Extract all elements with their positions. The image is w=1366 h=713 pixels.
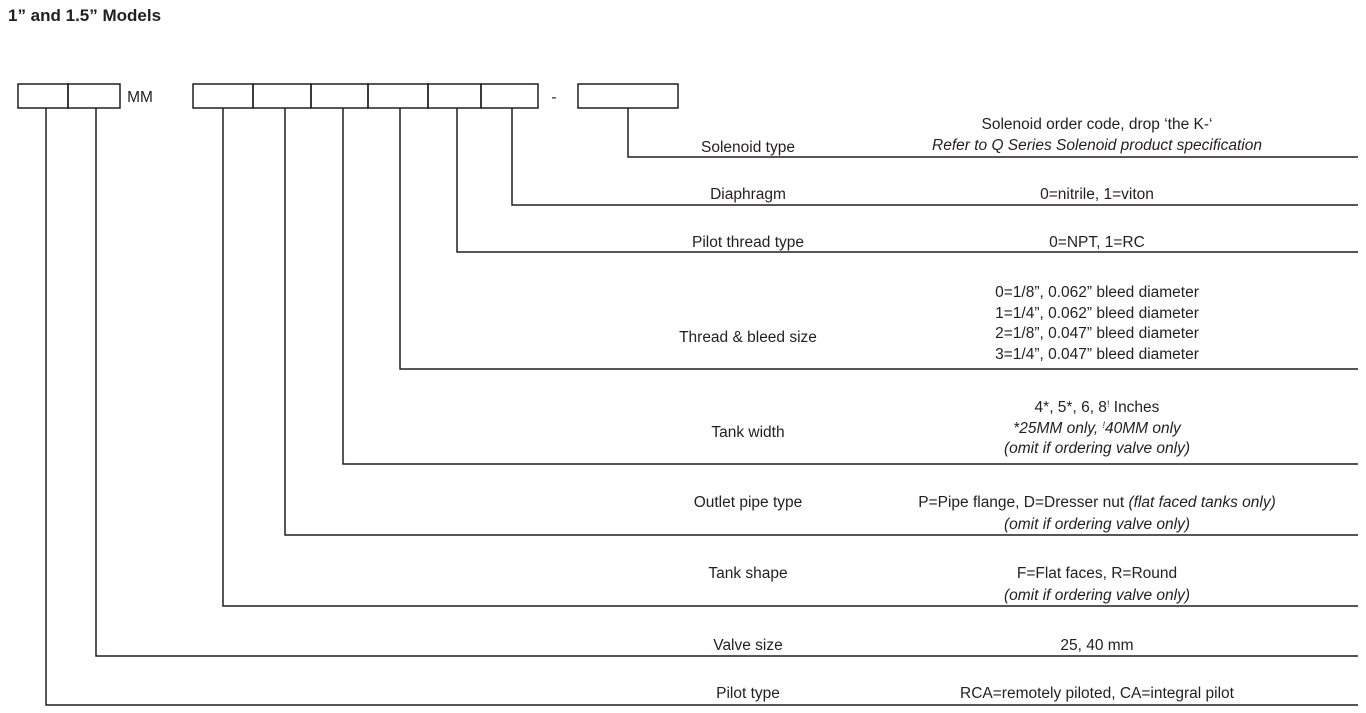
row-tank-width: Tank width 4*, 5*, 6, 8! Inches *25MM only…: [342, 108, 1358, 465]
diagram-title: 1” and 1.5” Models: [8, 6, 162, 25]
leader-line: [456, 108, 1358, 253]
row-label: Valve size: [713, 637, 783, 654]
row-tank-shape: Tank shape F=Flat faces, R=Round (omit if …: [222, 108, 1358, 607]
row-description-line: P=Pipe flange, D=Dresser nut (flat faced…: [918, 494, 1276, 511]
solenoid-box: [577, 83, 679, 109]
row-pilot-thread-type: Pilot thread type 0=NPT, 1=RC: [456, 108, 1358, 253]
row-description-line: (omit if ordering valve only): [1004, 587, 1190, 604]
row-solenoid-type: Solenoid type Solenoid order code, drop ‘…: [627, 108, 1358, 158]
row-description-line: (omit if ordering valve only): [1004, 440, 1190, 457]
row-label: Diaphragm: [710, 186, 786, 203]
row-description-line: RCA=remotely piloted, CA=integral pilot: [960, 685, 1235, 702]
row-description-line: (omit if ordering valve only): [1004, 516, 1190, 533]
row-description-line: Refer to Q Series Solenoid product speci…: [932, 137, 1262, 154]
leader-line: [511, 108, 1358, 206]
row-pilot-type: Pilot type RCA=remotely piloted, CA=integ…: [45, 108, 1358, 706]
row-description-line: Solenoid order code, drop ‘the K-‘: [982, 116, 1213, 133]
leader-line: [45, 108, 1358, 706]
row-label: Pilot type: [716, 685, 780, 702]
row-valve-size: Valve size 25, 40 mm: [95, 108, 1358, 657]
leader-line: [284, 108, 1358, 536]
leader-line: [399, 108, 1358, 370]
row-description-line: 0=1/8”, 0.062” bleed diameter: [995, 284, 1199, 301]
mm-text: MM: [127, 89, 153, 106]
valve-size-box: [67, 83, 121, 109]
tank-width-box: [310, 83, 369, 109]
thread-bleed-box: [367, 83, 429, 109]
row-label: Solenoid type: [701, 139, 795, 156]
leader-line: [222, 108, 1358, 607]
row-description-line: 0=nitrile, 1=viton: [1040, 186, 1154, 203]
row-label: Pilot thread type: [692, 234, 804, 251]
row-label: Outlet pipe type: [694, 494, 803, 511]
row-outlet-pipe-type: Outlet pipe type P=Pipe flange, D=Dresser…: [284, 108, 1358, 536]
leader-line: [95, 108, 1358, 657]
row-description-line: *25MM only, !40MM only: [1013, 420, 1182, 437]
dash-separator: -: [551, 89, 556, 106]
row-diaphragm: Diaphragm 0=nitrile, 1=viton: [511, 108, 1358, 206]
row-description-line: 3=1/4”, 0.047” bleed diameter: [995, 346, 1199, 363]
tank-shape-box: [192, 83, 254, 109]
leader-line: [342, 108, 1358, 465]
row-label: Thread & bleed size: [679, 329, 817, 346]
row-thread-bleed-size: Thread & bleed size 0=1/8”, 0.062” bleed …: [399, 108, 1358, 370]
row-description-line: 25, 40 mm: [1060, 637, 1133, 654]
outlet-pipe-box: [252, 83, 312, 109]
row-description-line: 0=NPT, 1=RC: [1049, 234, 1145, 251]
pilot-thread-box: [427, 83, 482, 109]
code-boxes: [17, 83, 679, 109]
diaphragm-box: [480, 83, 539, 109]
pilot-type-box: [17, 83, 69, 109]
row-label: Tank width: [711, 424, 784, 441]
row-description-line: 1=1/4”, 0.062” bleed diameter: [995, 305, 1199, 322]
row-description-line: 4*, 5*, 6, 8! Inches: [1035, 399, 1160, 416]
code-rows: Solenoid type Solenoid order code, drop ‘…: [45, 108, 1358, 706]
row-description-line: 2=1/8”, 0.047” bleed diameter: [995, 325, 1199, 342]
row-label: Tank shape: [708, 565, 787, 582]
leader-line: [627, 108, 1358, 158]
row-description-line: F=Flat faces, R=Round: [1017, 565, 1177, 582]
